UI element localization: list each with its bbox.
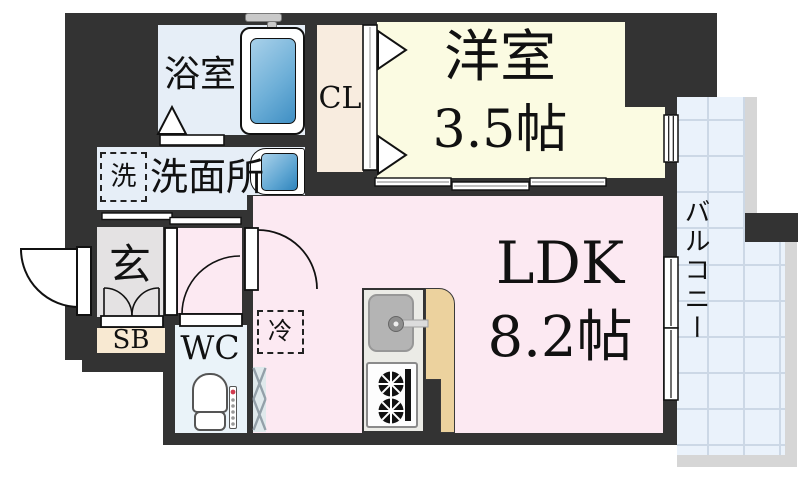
balcony-rail <box>785 213 797 467</box>
shoe-box <box>97 328 165 353</box>
western-room-label: 洋室 <box>444 25 556 90</box>
balcony-floor <box>677 242 785 455</box>
kitchen-sink-icon <box>368 294 414 352</box>
stove-icon <box>366 362 418 428</box>
balcony-floor <box>677 97 745 242</box>
pipe-space <box>253 367 266 432</box>
bathroom-label: 浴室 <box>163 54 236 95</box>
refrigerator-label: 冷 <box>268 317 292 345</box>
room-western <box>377 107 665 178</box>
wc-label: WC <box>180 328 240 367</box>
wall-block <box>745 213 798 242</box>
refrigerator-space <box>257 310 304 354</box>
balcony-rail <box>677 455 797 467</box>
washing-machine-space <box>100 152 147 202</box>
washroom-label: 洗面所 <box>149 155 264 199</box>
wall-block <box>425 380 440 433</box>
room-ldk <box>253 196 663 433</box>
bathtub-faucet-icon <box>245 13 282 22</box>
background-cutout <box>82 372 163 480</box>
ldk-size: 8.2帖 <box>487 305 633 370</box>
balcony-rail <box>745 97 757 213</box>
kitchen-counter-top <box>440 379 455 433</box>
toilet-icon <box>192 373 228 413</box>
bathtub-icon <box>250 38 296 124</box>
hallway <box>178 228 242 313</box>
room-western <box>377 22 625 107</box>
washbasin-icon <box>261 153 298 191</box>
washer-space-label: 洗 <box>110 162 137 192</box>
western-room-size: 3.5帖 <box>432 100 568 160</box>
ldk-label: LDK <box>495 229 625 297</box>
closet-label: CL <box>318 81 362 116</box>
toilet-control-panel-icon <box>229 386 237 429</box>
entrance-label: 玄 <box>108 240 151 289</box>
background-cutout <box>717 0 810 97</box>
background-cutout <box>0 360 82 480</box>
shoe-box-label: SB <box>112 325 150 355</box>
toilet-icon <box>194 411 226 431</box>
balcony-label: バルコニー <box>680 197 710 343</box>
room-closet <box>317 25 363 172</box>
room-washroom <box>97 195 247 210</box>
kitchen-counter-top <box>425 288 455 380</box>
